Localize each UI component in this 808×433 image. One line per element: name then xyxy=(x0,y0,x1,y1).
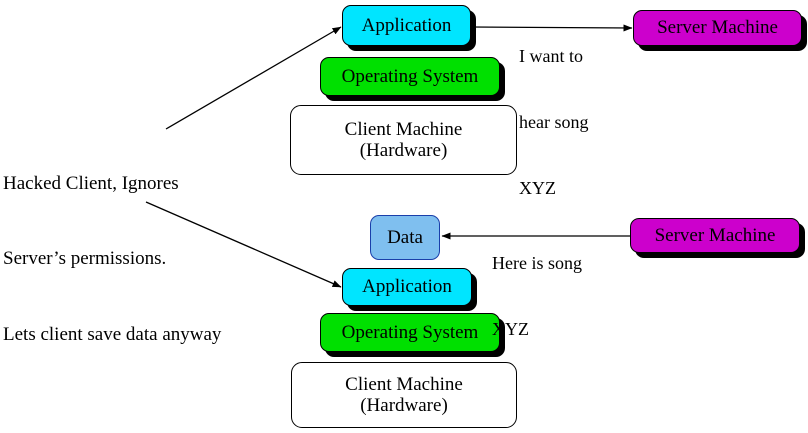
annotation-line1: Hacked Client, Ignores xyxy=(3,173,179,195)
top-operating-system-box[interactable]: Operating System xyxy=(320,57,500,96)
top-server-machine-box[interactable]: Server Machine xyxy=(633,10,802,46)
top-server-machine-label: Server Machine xyxy=(657,17,778,39)
top-client-machine-label-line2: (Hardware) xyxy=(359,140,448,161)
bottom-operating-system-box[interactable]: Operating System xyxy=(320,313,500,352)
bottom-application-label: Application xyxy=(362,276,452,298)
bottom-server-machine-box[interactable]: Server Machine xyxy=(630,218,800,253)
bottom-data-label: Data xyxy=(387,226,423,248)
bottom-application-box[interactable]: Application xyxy=(342,268,472,306)
request-message: I want to hear song XYZ xyxy=(519,2,588,243)
request-message-line2: hear song xyxy=(519,111,589,132)
annotation-text: Hacked Client, Ignores Server’s permissi… xyxy=(3,121,221,397)
top-client-machine-label-line1: Client Machine xyxy=(344,118,463,140)
bottom-client-machine-label-line1: Client Machine xyxy=(345,373,463,395)
top-application-box[interactable]: Application xyxy=(342,5,471,46)
bottom-client-machine-box[interactable]: Client Machine (Hardware) xyxy=(291,362,517,428)
bottom-client-machine-label-line2: (Hardware) xyxy=(360,395,448,416)
annotation-line2: Server’s permissions. xyxy=(3,248,167,270)
top-application-label: Application xyxy=(361,14,452,36)
response-message: Here is song XYZ xyxy=(492,209,582,385)
request-message-line3: XYZ xyxy=(519,177,556,198)
annotation-line3: Lets client save data anyway xyxy=(3,323,222,345)
response-message-line1: Here is song xyxy=(492,252,582,273)
top-operating-system-label: Operating System xyxy=(341,65,479,87)
bottom-data-box[interactable]: Data xyxy=(370,215,440,260)
bottom-server-machine-label: Server Machine xyxy=(654,224,776,246)
bottom-operating-system-label: Operating System xyxy=(341,321,479,343)
request-message-line1: I want to xyxy=(519,45,583,66)
response-message-line2: XYZ xyxy=(492,318,529,339)
top-client-machine-box[interactable]: Client Machine (Hardware) xyxy=(290,105,517,175)
